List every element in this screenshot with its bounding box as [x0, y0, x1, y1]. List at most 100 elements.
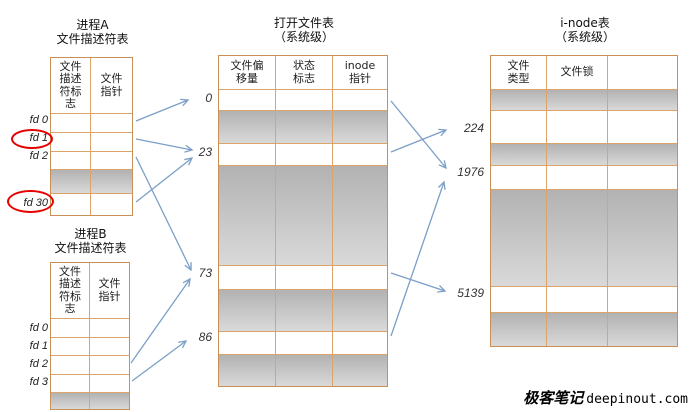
header-cell: 文件 指针 — [91, 58, 132, 113]
table-row-fd1 — [51, 338, 129, 356]
table-cell — [219, 166, 276, 265]
table-cell — [90, 393, 129, 409]
header-cell: 文件 描述 符标 志 — [51, 263, 90, 318]
inode-table-title-line2: （系统级） — [554, 30, 615, 44]
process-a-title: 进程A 文件描述符表 — [30, 18, 155, 46]
table-cell — [51, 393, 90, 409]
table-row-inode-224 — [491, 111, 677, 144]
table-cell — [90, 375, 129, 392]
table-cell — [51, 170, 91, 193]
arrow-oft-86-to-inode-1976 — [390, 180, 446, 337]
table-row: 文件 类型 文件锁 — [491, 56, 677, 90]
table-cell — [276, 90, 333, 110]
arrow-b-fd2-to-oft-73 — [130, 277, 191, 364]
open-file-table-title-line1: 打开文件表 — [273, 16, 334, 30]
table-row-unused — [51, 393, 129, 409]
arrow-b-fd3-to-oft-86 — [131, 340, 188, 382]
table-cell — [608, 90, 677, 110]
table-cell — [608, 190, 677, 286]
open-file-table-title: 打开文件表 （系统级） — [218, 16, 390, 44]
arrow-oft-73-to-inode-5139 — [390, 272, 447, 293]
table-cell — [91, 170, 132, 193]
table-cell — [219, 266, 276, 289]
table-row-fd1 — [51, 133, 132, 152]
table-row-fd3 — [51, 375, 129, 393]
process-b-title-line1: 进程B — [74, 227, 107, 241]
process-b-fd1-label: fd 1 — [29, 340, 48, 352]
table-cell — [51, 356, 90, 374]
table-cell — [333, 332, 387, 354]
open-file-table: 文件偏 移量 状态 标志 inode 指针 — [218, 55, 388, 387]
table-cell — [90, 356, 129, 374]
table-cell — [547, 144, 608, 165]
table-row-fd30 — [51, 194, 132, 215]
table-row-unused — [491, 190, 677, 287]
process-b-table: 文件 描述 符标 志 文件 指针 — [50, 262, 130, 410]
process-a-fd2-label: fd 2 — [29, 150, 48, 162]
process-b-title-line2: 文件描述符表 — [54, 241, 127, 255]
table-cell — [333, 355, 387, 386]
process-a-table: 文件 描述 符标 志 文件 指针 — [50, 57, 133, 216]
table-cell — [51, 338, 90, 355]
inode-1976-label: 1976 — [457, 165, 484, 179]
table-cell — [91, 133, 132, 151]
table-cell — [608, 111, 677, 143]
table-row-unused — [491, 144, 677, 166]
table-cell — [547, 287, 608, 312]
inode-table: 文件 类型 文件锁 — [490, 55, 678, 347]
table-cell — [51, 319, 90, 337]
table-row-entry-86 — [219, 332, 387, 355]
table-cell — [219, 290, 276, 331]
table-cell — [51, 114, 91, 132]
table-cell — [333, 144, 387, 165]
table-cell — [608, 287, 677, 312]
table-cell — [491, 313, 547, 346]
header-cell: 文件 描述 符标 志 — [51, 58, 91, 113]
table-cell — [333, 90, 387, 110]
table-cell — [51, 194, 91, 215]
header-cell: 文件 类型 — [491, 56, 547, 89]
process-a-title-line2: 文件描述符表 — [56, 32, 129, 46]
table-cell — [91, 194, 132, 215]
header-cell: 文件偏 移量 — [219, 56, 276, 89]
table-row: 文件 描述 符标 志 文件 指针 — [51, 263, 129, 319]
table-cell — [608, 166, 677, 189]
watermark-en: deepinout.com — [586, 392, 688, 407]
table-cell — [51, 152, 91, 169]
table-row-fd0 — [51, 114, 132, 133]
watermark: 极客笔记 deepinout.com — [523, 387, 688, 408]
table-row-unused — [219, 111, 387, 144]
table-row-fd2 — [51, 356, 129, 375]
table-cell — [491, 166, 547, 189]
process-a-title-line1: 进程A — [76, 18, 109, 32]
table-row-unused — [491, 313, 677, 346]
process-b-fd2-label: fd 2 — [29, 358, 48, 370]
inode-table-title: i-node表 （系统级） — [490, 16, 680, 44]
table-cell — [333, 111, 387, 143]
table-row-fd0 — [51, 319, 129, 338]
arrow-oft-0-to-inode-1976 — [390, 100, 447, 170]
inode-table-title-line1: i-node表 — [560, 16, 610, 30]
table-cell — [491, 144, 547, 165]
table-row-unused — [51, 170, 132, 194]
fd30-highlight-ellipse — [7, 190, 54, 213]
table-row-unused — [219, 355, 387, 386]
table-cell — [91, 114, 132, 132]
arrow-a-fd30-to-oft-23 — [135, 157, 194, 203]
table-cell — [51, 375, 90, 392]
table-cell — [219, 111, 276, 143]
process-a-fd0-label: fd 0 — [29, 114, 48, 126]
header-cell — [608, 56, 677, 89]
table-cell — [547, 313, 608, 346]
open-file-row-23-label: 23 — [198, 145, 212, 159]
table-cell — [219, 355, 276, 386]
table-cell — [276, 355, 333, 386]
table-cell — [51, 133, 91, 151]
table-cell — [547, 190, 608, 286]
table-cell — [91, 152, 132, 169]
table-cell — [219, 144, 276, 165]
process-b-title: 进程B 文件描述符表 — [28, 227, 153, 255]
open-file-table-title-line2: （系统级） — [273, 30, 334, 44]
table-cell — [219, 90, 276, 110]
